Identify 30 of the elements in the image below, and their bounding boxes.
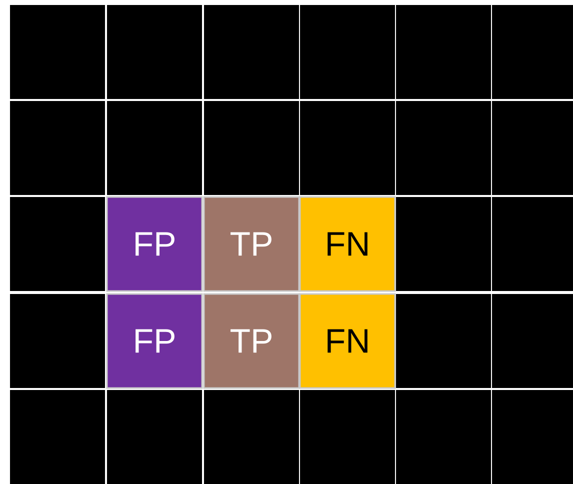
- grid-cell: [492, 197, 573, 291]
- grid-cell: [492, 5, 573, 99]
- label-cell: TP: [203, 196, 300, 292]
- grid-cell: [107, 5, 202, 99]
- label-cell: TP: [203, 293, 300, 389]
- grid-cell: [396, 294, 491, 388]
- label-cell: FP: [106, 196, 203, 292]
- grid-cell: [10, 294, 105, 388]
- grid-cell: [107, 390, 202, 484]
- label-cell: FN: [299, 196, 396, 292]
- grid-cell: [204, 101, 299, 195]
- grid-cell: [396, 5, 491, 99]
- grid-cell: [396, 390, 491, 484]
- grid-cell: [10, 101, 105, 195]
- grid-cell: [300, 5, 395, 99]
- label-cell: FP: [106, 293, 203, 389]
- grid-cell: [492, 294, 573, 388]
- grid-cell: [492, 101, 573, 195]
- grid-cell: [300, 390, 395, 484]
- grid-cell: [10, 390, 105, 484]
- grid-cell: [204, 5, 299, 99]
- grid-cell: [10, 5, 105, 99]
- label-cell: FN: [299, 293, 396, 389]
- grid-cell: [492, 390, 573, 484]
- grid-cell: [300, 101, 395, 195]
- grid-cell: [396, 197, 491, 291]
- grid-cell: [10, 197, 105, 291]
- grid-cell: [107, 101, 202, 195]
- grid-cell: [204, 390, 299, 484]
- grid-cell: [396, 101, 491, 195]
